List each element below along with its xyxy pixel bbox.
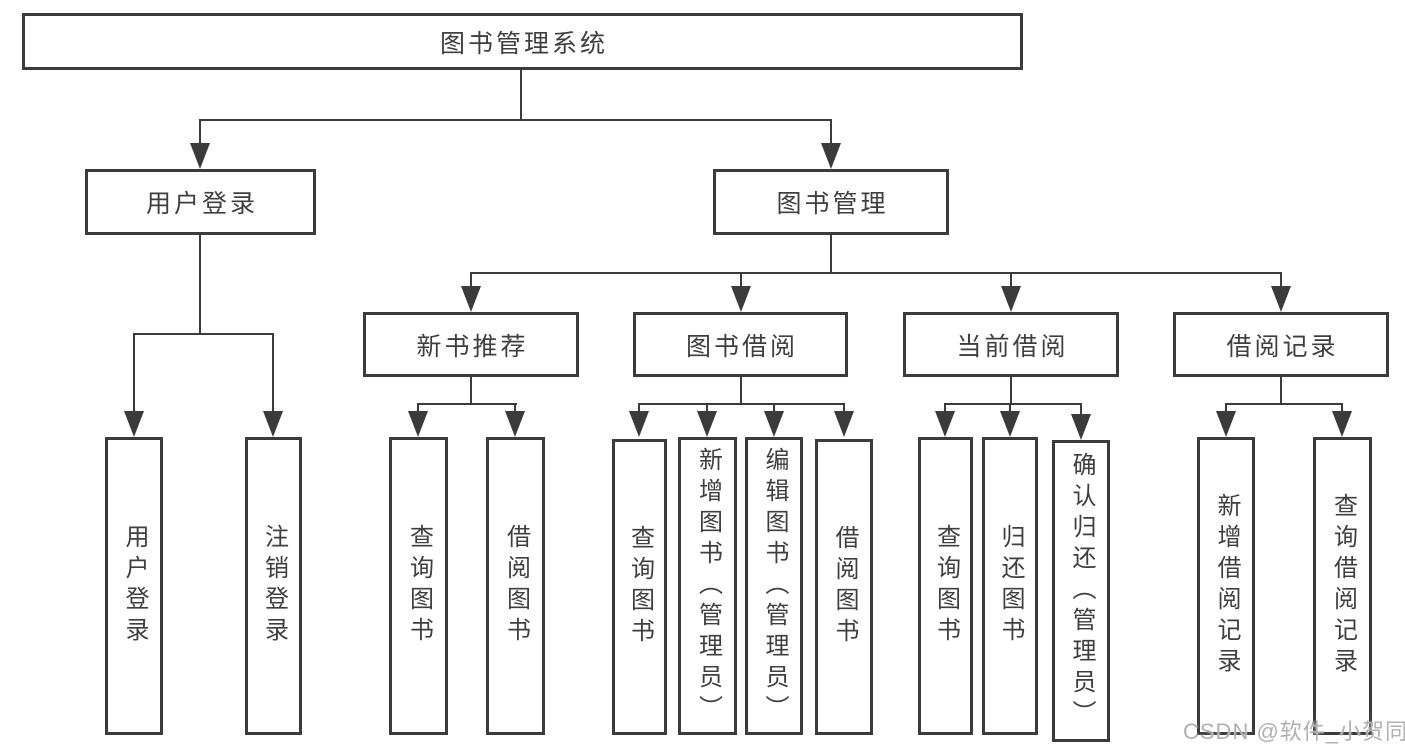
arrow-down-icon [505, 411, 525, 437]
leaf-records-query-label: 查询借阅记录 [1329, 493, 1357, 679]
leaf-current-confirm: 确认归还（管理员） [1052, 440, 1110, 742]
arrow-down-icon [834, 411, 854, 437]
node-new-books-label: 新书推荐 [416, 332, 529, 361]
node-book-management-label: 图书管理 [776, 190, 889, 218]
arrow-down-icon [190, 143, 210, 169]
node-current-borrow: 当前借阅 [903, 312, 1119, 377]
connector-line [514, 403, 516, 415]
connector-line [830, 235, 832, 274]
node-borrow-records-label: 借阅记录 [1226, 332, 1339, 361]
connector-line [638, 403, 845, 405]
arrow-down-icon [1001, 286, 1021, 312]
connector-line [740, 272, 742, 290]
connector-line [638, 403, 640, 415]
arrow-down-icon [1071, 414, 1091, 440]
connector-line [1225, 403, 1343, 405]
arrow-down-icon [821, 143, 841, 169]
arrow-down-icon [461, 286, 481, 312]
node-book-borrow: 图书借阅 [633, 312, 848, 377]
leaf-newbooks-query: 查询图书 [389, 437, 448, 735]
leaf-user-login: 用户登录 [105, 437, 163, 735]
node-user-login: 用户登录 [85, 169, 316, 235]
arrow-down-icon [124, 411, 144, 437]
connector-line [417, 403, 419, 415]
connector-line [706, 403, 708, 415]
connector-line [1225, 403, 1227, 415]
connector-line [944, 403, 1082, 405]
leaf-current-query: 查询图书 [918, 437, 973, 735]
leaf-newbooks-borrow-label: 借阅图书 [502, 524, 530, 648]
connector-line [1280, 377, 1282, 405]
leaf-user-login-label: 用户登录 [121, 524, 148, 648]
arrow-down-icon [1271, 286, 1291, 312]
connector-line [199, 235, 201, 335]
connector-line [199, 119, 832, 121]
leaf-records-add: 新增借阅记录 [1197, 437, 1255, 735]
arrow-down-icon [935, 411, 955, 437]
leaf-records-query: 查询借阅记录 [1313, 437, 1372, 735]
connector-line [944, 403, 946, 415]
connector-line [740, 377, 742, 405]
node-root-label: 图书管理系统 [439, 29, 608, 58]
node-borrow-records: 借阅记录 [1173, 312, 1389, 377]
node-new-books: 新书推荐 [363, 312, 579, 377]
leaf-current-query-label: 查询图书 [932, 524, 960, 648]
arrow-down-icon [764, 411, 784, 437]
connector-line [1341, 403, 1343, 415]
connector-line [830, 119, 832, 149]
node-user-login-label: 用户登录 [145, 190, 258, 218]
arrow-down-icon [731, 286, 751, 312]
connector-line [133, 333, 135, 415]
connector-line [1010, 377, 1012, 405]
arrow-down-icon [629, 411, 649, 437]
leaf-newbooks-borrow: 借阅图书 [486, 437, 545, 735]
connector-line [133, 333, 274, 335]
arrow-down-icon [697, 411, 717, 437]
leaf-borrow-add: 新增图书（管理员） [678, 437, 737, 735]
leaf-current-return-label: 归还图书 [997, 524, 1024, 648]
leaf-current-confirm-label: 确认归还（管理员） [1068, 451, 1095, 731]
leaf-newbooks-query-label: 查询图书 [405, 524, 433, 648]
arrow-down-icon [1216, 411, 1236, 437]
connector-line [199, 119, 201, 149]
connector-line [1080, 403, 1082, 417]
node-root: 图书管理系统 [22, 13, 1023, 70]
leaf-borrow-edit: 编辑图书（管理员） [745, 437, 803, 735]
leaf-records-add-label: 新增借阅记录 [1213, 493, 1240, 679]
connector-line [470, 272, 472, 290]
node-current-borrow-label: 当前借阅 [956, 332, 1069, 361]
arrow-down-icon [408, 411, 428, 437]
leaf-borrow-query-label: 查询图书 [626, 525, 654, 649]
connector-line [773, 403, 775, 415]
arrow-down-icon [263, 411, 283, 437]
arrow-down-icon [1332, 411, 1352, 437]
node-book-management: 图书管理 [713, 169, 949, 235]
connector-line [1280, 272, 1282, 290]
connector-line [272, 333, 274, 415]
leaf-current-return: 归还图书 [982, 437, 1038, 735]
connector-line [843, 403, 845, 415]
connector-line [470, 377, 472, 405]
leaf-borrow-edit-label: 编辑图书（管理员） [761, 446, 788, 726]
leaf-logout: 注销登录 [245, 437, 302, 735]
leaf-logout-label: 注销登录 [260, 524, 288, 648]
connector-line [1010, 272, 1012, 290]
arrow-down-icon [1000, 411, 1020, 437]
leaf-borrow-query: 查询图书 [612, 439, 667, 735]
leaf-borrow-borrow: 借阅图书 [815, 439, 873, 735]
connector-line [470, 272, 1282, 274]
connector-line [520, 68, 522, 121]
node-book-borrow-label: 图书借阅 [685, 332, 798, 361]
leaf-borrow-add-label: 新增图书（管理员） [694, 446, 722, 726]
connector-line [417, 403, 517, 405]
leaf-borrow-borrow-label: 借阅图书 [831, 525, 858, 649]
connector-line [1009, 403, 1011, 415]
csdn-watermark: CSDN @软件_小贺同学 [1183, 719, 1405, 744]
